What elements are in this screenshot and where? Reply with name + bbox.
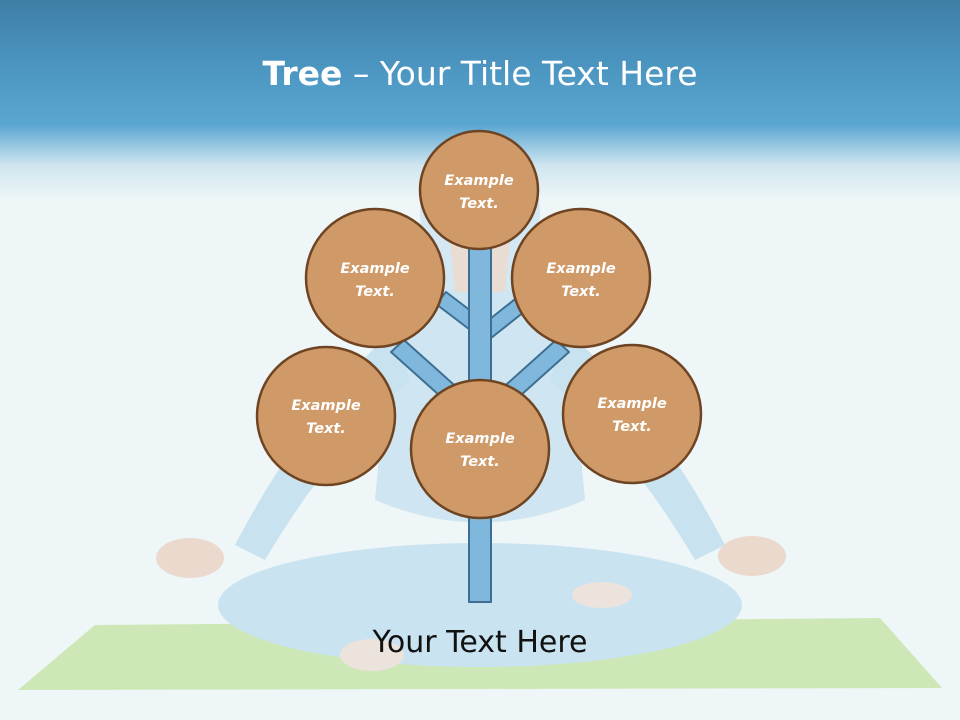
- title-dash: –: [342, 54, 380, 93]
- left-hand-shape: [156, 538, 224, 578]
- node-top-label-line1: Example: [444, 173, 514, 189]
- node-upper-left-circle: [304, 207, 446, 349]
- tree-nodes: [255, 129, 703, 520]
- node-lower-right-label-line1: Example: [597, 396, 667, 412]
- node-upper-left-label-line1: Example: [340, 261, 410, 277]
- node-upper-right-label-line1: Example: [546, 261, 616, 277]
- right-foot-shape: [572, 582, 632, 608]
- node-upper-left-label-line2: Text.: [355, 284, 395, 300]
- node-lower-left-circle: [255, 345, 397, 487]
- legs-shape: [218, 543, 742, 667]
- slide-title: Tree – Your Title Text Here: [0, 52, 960, 96]
- node-lower-right-label-line2: Text.: [612, 419, 652, 435]
- tree-node-labels: Example Text. Example Text. Example Text…: [291, 173, 667, 470]
- node-center-label-line1: Example: [445, 431, 515, 447]
- title-text: Your Title Text Here: [379, 54, 698, 93]
- node-lower-left-label-line2: Text.: [306, 421, 346, 437]
- node-top-label-line2: Text.: [459, 196, 499, 212]
- node-lower-right-circle: [561, 343, 703, 485]
- node-center-circle: [409, 378, 551, 520]
- node-upper-right-label-line2: Text.: [561, 284, 601, 300]
- node-upper-right-circle: [510, 207, 652, 349]
- node-top-circle: [418, 129, 540, 251]
- title-keyword: Tree: [262, 54, 343, 93]
- left-foot-shape: [340, 639, 404, 671]
- node-center-label-line2: Text.: [460, 454, 500, 470]
- right-hand-shape: [718, 536, 786, 576]
- node-lower-left-label-line1: Example: [291, 398, 361, 414]
- bottom-caption: Your Text Here: [372, 625, 588, 660]
